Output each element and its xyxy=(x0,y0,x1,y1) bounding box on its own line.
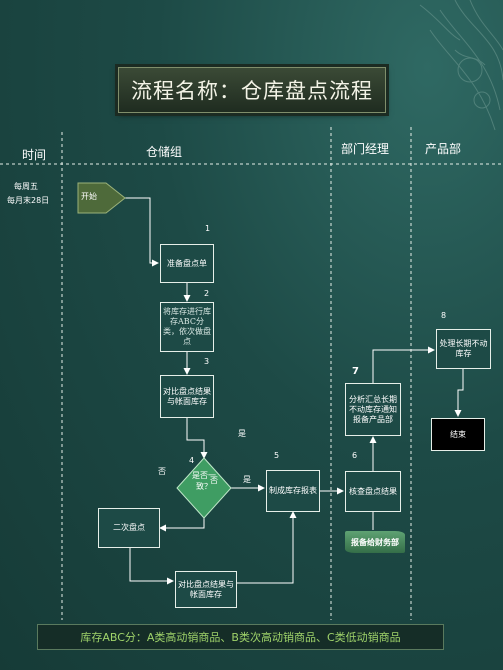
step-box-recompare: 对比盘点结果与帐面库存 xyxy=(175,571,237,608)
step-number-5: 5 xyxy=(274,451,280,460)
end-label: 结束 xyxy=(450,429,466,439)
start-shape xyxy=(77,182,126,214)
decision-label: 是否一致？ xyxy=(192,471,216,491)
step-box-label: 对比盘点结果与帐面库存 xyxy=(178,579,234,599)
time-note-weekly: 每周五 xyxy=(14,182,38,191)
branch-yes-top: 是 xyxy=(238,429,246,438)
end-box: 结束 xyxy=(431,418,485,451)
step-box-recount: 二次盘点 xyxy=(98,508,160,548)
step-number-8: 8 xyxy=(441,311,447,320)
step-box-prepare-sheet: 准备盘点单 xyxy=(160,244,214,283)
branch-yes-right: 是 xyxy=(243,475,251,484)
branch-no-inner: 否 xyxy=(210,476,218,485)
report-to-finance-tag: 报备给财务部 xyxy=(345,531,405,553)
step-number-3: 3 xyxy=(204,357,210,366)
step-number-1: 1 xyxy=(205,224,211,233)
step-box-label: 分析汇总长期不动库存通知报备产品部 xyxy=(349,394,397,424)
footer-note: 库存ABC分：A类高动销商品、B类次高动销商品、C类低动销商品 xyxy=(37,624,444,650)
column-header-product: 产品部 xyxy=(425,142,462,156)
column-header-warehouse: 仓储组 xyxy=(146,145,183,159)
step-number-7: 7 xyxy=(352,366,359,377)
step-box-abc-classify: 将库存进行库存ABC分类，依次做盘点 xyxy=(160,302,214,352)
step-box-make-report: 制成库存报表 xyxy=(266,470,320,512)
step-box-label: 对比盘点结果与帐面库存 xyxy=(163,386,211,406)
start-label: 开始 xyxy=(81,192,97,201)
column-header-manager: 部门经理 xyxy=(341,142,390,156)
step-box-label: 制成库存报表 xyxy=(269,486,317,495)
step-box-label: 核查盘点结果 xyxy=(349,486,397,496)
step-box-compare: 对比盘点结果与帐面库存 xyxy=(160,375,214,418)
time-note-monthly: 每月末28日 xyxy=(7,196,50,205)
column-header-time: 时间 xyxy=(22,148,47,162)
step-number-2: 2 xyxy=(204,289,210,298)
step-box-label: 将库存进行库存ABC分类，依次做盘点 xyxy=(163,307,211,346)
step-box-analyze: 分析汇总长期不动库存通知报备产品部 xyxy=(345,383,401,436)
step-box-handle-stock: 处理长期不动库存 xyxy=(436,329,491,369)
step-number-6: 6 xyxy=(352,451,358,460)
branch-no-left: 否 xyxy=(158,467,166,476)
page-title: 流程名称：仓库盘点流程 xyxy=(118,67,386,113)
step-box-verify: 核查盘点结果 xyxy=(345,471,401,512)
step-number-4: 4 xyxy=(189,456,195,465)
decision-diamond xyxy=(176,457,232,519)
step-box-label: 处理长期不动库存 xyxy=(439,339,488,358)
step-box-label: 准备盘点单 xyxy=(167,258,207,268)
step-box-label: 二次盘点 xyxy=(113,523,145,532)
